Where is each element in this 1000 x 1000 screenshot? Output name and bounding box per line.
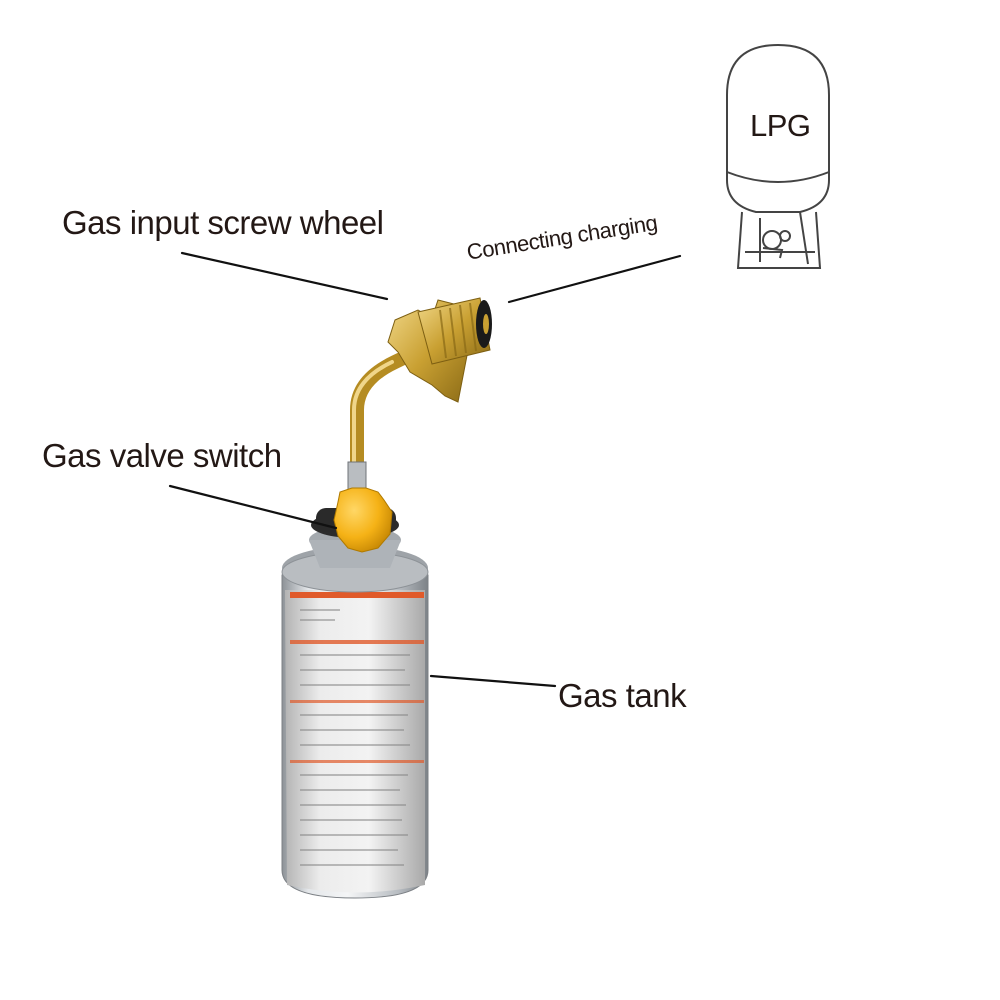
leader-lines <box>168 251 682 688</box>
label-gas-valve-switch: Gas valve switch <box>42 437 282 474</box>
gas-tank-can <box>281 512 429 899</box>
leader-line-gas-input-screw-wheel <box>180 251 389 301</box>
label-gas-tank: Gas tank <box>558 677 687 714</box>
leader-line-gas-tank <box>429 674 557 688</box>
gas-valve-knob <box>316 487 396 553</box>
label-gas-input-screw-wheel: Gas input screw wheel <box>62 204 384 241</box>
label-lpg: LPG <box>750 108 811 143</box>
leader-line-gas-valve-switch <box>168 484 338 530</box>
lpg-cylinder-illustration <box>726 43 830 269</box>
brass-fitting <box>347 297 492 493</box>
leader-line-connecting-charging <box>507 254 682 304</box>
